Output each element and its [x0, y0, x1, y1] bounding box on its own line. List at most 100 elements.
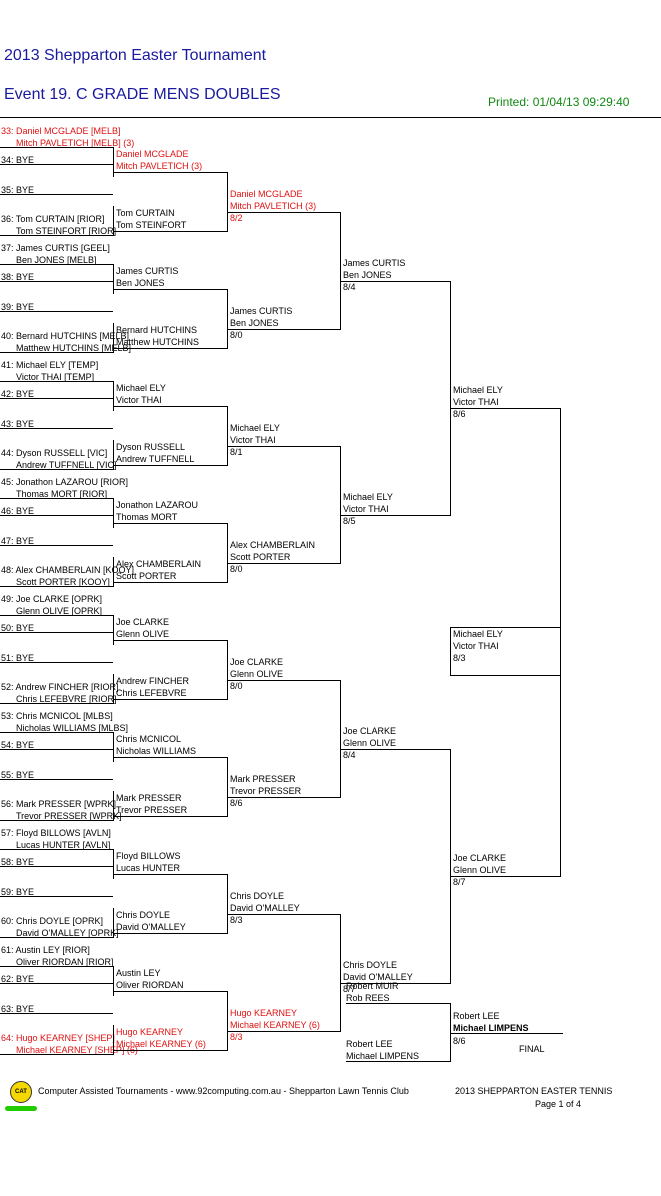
round2-player-1: Floyd BILLOWS: [116, 851, 181, 861]
round3-score: 8/6: [230, 798, 243, 808]
round2-connector: [113, 264, 114, 294]
round3-player-1: Mark PRESSER: [230, 774, 296, 784]
round1-slot-line: [0, 311, 113, 312]
round3-player-1: Chris DOYLE: [230, 891, 285, 901]
round1-slot-label: 36: Tom CURTAIN [RIOR]: [1, 214, 105, 224]
round5-player-1: Michael ELY: [453, 385, 503, 395]
round2-line: [113, 231, 227, 232]
cat-logo: CAT: [10, 1081, 32, 1103]
round3-connector: [227, 172, 228, 232]
round1-slot-line: [0, 352, 113, 353]
round3-line: [227, 212, 340, 213]
round1-slot-label: Trevor PRESSER [WPRK]: [16, 811, 122, 821]
round1-slot-label: 38: BYE: [1, 272, 35, 282]
round4-player-2: David O'MALLEY: [343, 972, 413, 982]
round3-player-1: James CURTIS: [230, 306, 293, 316]
round3-player-2: Scott PORTER: [230, 552, 291, 562]
round3-player-1: Alex CHAMBERLAIN: [230, 540, 316, 550]
round3-line: [227, 914, 340, 915]
round1-slot-line: [0, 866, 113, 867]
round1-slot-label: 55: BYE: [1, 770, 35, 780]
final-winner-line: [450, 1033, 563, 1034]
round2-player-1: James CURTIS: [116, 266, 179, 276]
round3-score: 8/1: [230, 447, 243, 457]
cat-logo-bar: [5, 1106, 37, 1111]
round2-player-1: Andrew FINCHER: [116, 676, 190, 686]
round4-connector: [340, 680, 341, 798]
round2-player-2: Thomas MORT: [116, 512, 178, 522]
round2-connector: [113, 966, 114, 996]
round2-connector: [113, 732, 114, 762]
round4-player-1: Joe CLARKE: [343, 726, 397, 736]
round2-connector: [113, 206, 114, 236]
round1-slot-label: 44: Dyson RUSSELL [VIC]: [1, 448, 108, 458]
round2-player-2: Scott PORTER: [116, 571, 177, 581]
round2-connector: [113, 498, 114, 528]
round6-left-edge: [450, 627, 451, 676]
round4-line: [340, 749, 450, 750]
round1-slot-label: 45: Jonathon LAZAROU [RIOR]: [1, 477, 129, 487]
round1-slot-line: [0, 820, 113, 821]
round2-line: [113, 523, 227, 524]
round5-player-1: Joe CLARKE: [453, 853, 507, 863]
round4-line: [340, 281, 450, 282]
round3-player-2: Glenn OLIVE: [230, 669, 284, 679]
round5-connector: [450, 749, 451, 984]
round2-player-1: Austin LEY: [116, 968, 161, 978]
round1-slot-label: Victor THAI [TEMP]: [16, 372, 95, 382]
round1-slot-label: Lucas HUNTER [AVLN]: [16, 840, 111, 850]
round4-player-1: Michael ELY: [343, 492, 393, 502]
round2-line: [113, 172, 227, 173]
round3-score: 8/3: [230, 1032, 243, 1042]
round2-player-2: Trevor PRESSER: [116, 805, 188, 815]
final-label: FINAL: [519, 1044, 545, 1054]
round3-player-2: Trevor PRESSER: [230, 786, 302, 796]
round3-line: [227, 563, 340, 564]
round1-slot-label: 46: BYE: [1, 506, 35, 516]
round1-slot-line: [0, 896, 113, 897]
round3-score: 8/0: [230, 330, 243, 340]
round3-line: [227, 797, 340, 798]
round2-connector: [113, 440, 114, 470]
round1-slot-label: 35: BYE: [1, 185, 35, 195]
round2-line: [113, 757, 227, 758]
round1-slot-line: [0, 194, 113, 195]
round2-player-1: Mark PRESSER: [116, 793, 182, 803]
round6-score: 8/3: [453, 653, 466, 663]
event-title: Event 19. C GRADE MENS DOUBLES: [4, 86, 281, 103]
round5-line: [450, 408, 560, 409]
round1-slot-line: [0, 515, 113, 516]
round3-connector: [227, 406, 228, 466]
footer-page-number: Page 1 of 4: [535, 1099, 582, 1109]
round1-slot-label: Oliver RIORDAN [RIOR]: [16, 957, 114, 967]
round2-connector: [113, 381, 114, 411]
round1-slot-label: Michael KEARNEY [SHEP] (6): [16, 1045, 138, 1055]
round3-player-2: David O'MALLEY: [230, 903, 300, 913]
round3-player-1: Daniel MCGLADE: [230, 189, 303, 199]
round1-slot-line: [0, 586, 113, 587]
header-divider: [0, 117, 661, 118]
round1-slot-label: 58: BYE: [1, 857, 35, 867]
round5-player-2: Victor THAI: [453, 397, 499, 407]
round1-slot-label: 57: Floyd BILLOWS [AVLN]: [1, 828, 111, 838]
round2-player-2: Nicholas WILLIAMS: [116, 746, 197, 756]
round4-connector: [340, 446, 341, 564]
round3-score: 8/3: [230, 915, 243, 925]
round2-connector: [113, 791, 114, 821]
round1-slot-label: 49: Joe CLARKE [OPRK]: [1, 594, 103, 604]
round2-player-1: Dyson RUSSELL: [116, 442, 186, 452]
round2-line: [113, 289, 227, 290]
round4-player-2: Glenn OLIVE: [343, 738, 397, 748]
round1-slot-label: 47: BYE: [1, 536, 35, 546]
round1-slot-label: 42: BYE: [1, 389, 35, 399]
round1-slot-line: [0, 749, 113, 750]
round3-line: [227, 1031, 340, 1032]
round2-line: [113, 816, 227, 817]
round3-connector: [227, 640, 228, 700]
round6-player-2: Victor THAI: [453, 641, 499, 651]
round1-slot-line: [0, 1054, 113, 1055]
round2-player-1: Bernard HUTCHINS: [116, 325, 198, 335]
round1-slot-label: 56: Mark PRESSER [WPRK]: [1, 799, 117, 809]
round5-connector: [450, 281, 451, 516]
round4-line: [340, 515, 450, 516]
